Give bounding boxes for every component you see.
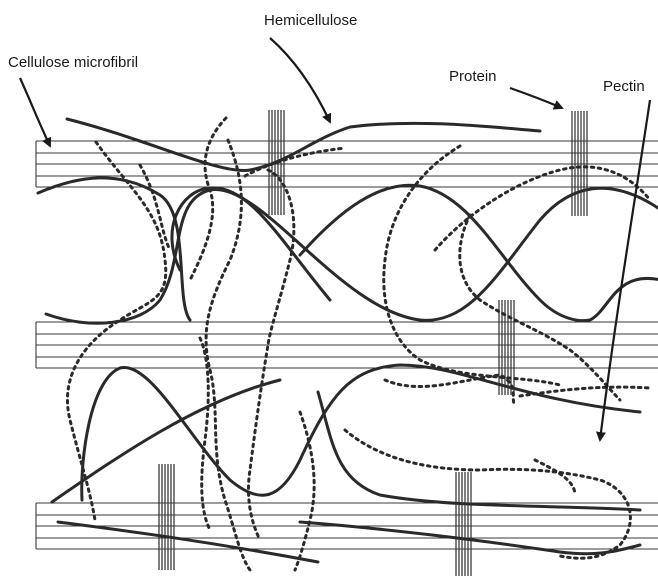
protein-bottom-right: [456, 472, 471, 576]
label-cellulose-microfibril: Cellulose microfibril: [8, 54, 138, 71]
arrow-protein: [510, 88, 562, 108]
arrow-hemicellulose: [270, 38, 330, 122]
protein-bottom-left: [159, 464, 174, 570]
arrow-cellulose-microfibril: [20, 78, 50, 146]
label-pectin: Pectin: [603, 78, 645, 95]
label-hemicellulose: Hemicellulose: [264, 12, 357, 29]
label-protein: Protein: [449, 68, 497, 85]
